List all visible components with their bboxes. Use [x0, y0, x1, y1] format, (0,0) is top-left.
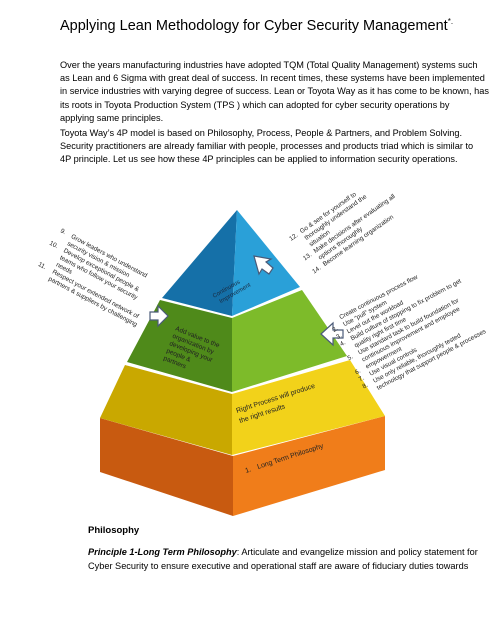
paragraph-line: its roots in Toyota Production System (T… — [60, 99, 450, 110]
tier3-left-face — [127, 300, 232, 392]
paragraph-line: 4P principle. Let us see how these 4P pr… — [60, 154, 458, 165]
title-footnote-mark: *. — [447, 17, 454, 26]
paragraph-line: Over the years manufacturing industries … — [60, 60, 478, 70]
principle-number: 10. — [48, 240, 59, 250]
intro-paragraph: Over the years manufacturing industries … — [60, 59, 489, 125]
principles-12-14: 12. Go & see for yourself to thoroughly … — [288, 191, 396, 276]
tier2-front-face — [232, 360, 385, 455]
paragraph-line: Security practitioners are already famil… — [60, 141, 474, 152]
principle-1-paragraph: Principle 1-Long Term Philosophy: Articu… — [88, 545, 478, 573]
arrow-right-icon — [320, 321, 344, 347]
paragraph-line: Toyota Way’s 4P model is based on Philos… — [60, 128, 463, 138]
arrow-top-right-icon — [253, 255, 274, 276]
principle-label: Principle 1 — [88, 547, 135, 557]
principle-second-line: Cyber Security to ensure executive and o… — [88, 561, 469, 571]
principle-number: 7. — [358, 375, 366, 384]
principle-number: 13. — [302, 251, 313, 262]
document-title: Applying Lean Methodology for Cyber Secu… — [60, 17, 453, 34]
tier2-left-face — [100, 365, 232, 455]
principle-number: 12. — [288, 232, 299, 243]
principle-number: 2. — [331, 325, 339, 334]
model-paragraph: Toyota Way’s 4P model is based on Philos… — [60, 127, 474, 167]
tier1-front-face — [233, 416, 385, 516]
principles-9-11: 9. Grow leaders who understand security … — [37, 228, 149, 329]
principle-number: 8. — [361, 382, 369, 391]
principle-number: 4. — [339, 339, 347, 348]
paragraph-line: in service industries with varying degre… — [60, 86, 489, 97]
principle-number: 9. — [59, 228, 67, 237]
principle-number: 5. — [346, 353, 354, 362]
principle-first-line: Principle 1-Long Term Philosophy: Articu… — [88, 545, 478, 559]
paragraph-line: as Lean and 6 Sigma with great deal of s… — [60, 73, 485, 84]
principle-number: 3. — [335, 332, 343, 341]
tier4-left-face — [162, 210, 237, 316]
tier1-number: 1. — [244, 466, 252, 474]
principle-number: 14. — [311, 264, 322, 275]
paragraph-line: applying same principles. — [60, 112, 164, 123]
arrow-left-icon — [149, 304, 169, 328]
principle-name: -Long Term Philosophy — [134, 547, 237, 557]
tier1-left-face — [100, 418, 233, 516]
principle-text: : Articulate and evangelize mission and … — [236, 547, 478, 557]
section-heading: Philosophy — [88, 525, 140, 536]
principle-number: 6. — [354, 367, 362, 376]
tier3-front-face — [232, 290, 347, 392]
principle-number: 11. — [37, 261, 48, 271]
title-text: Applying Lean Methodology for Cyber Secu… — [60, 17, 448, 34]
